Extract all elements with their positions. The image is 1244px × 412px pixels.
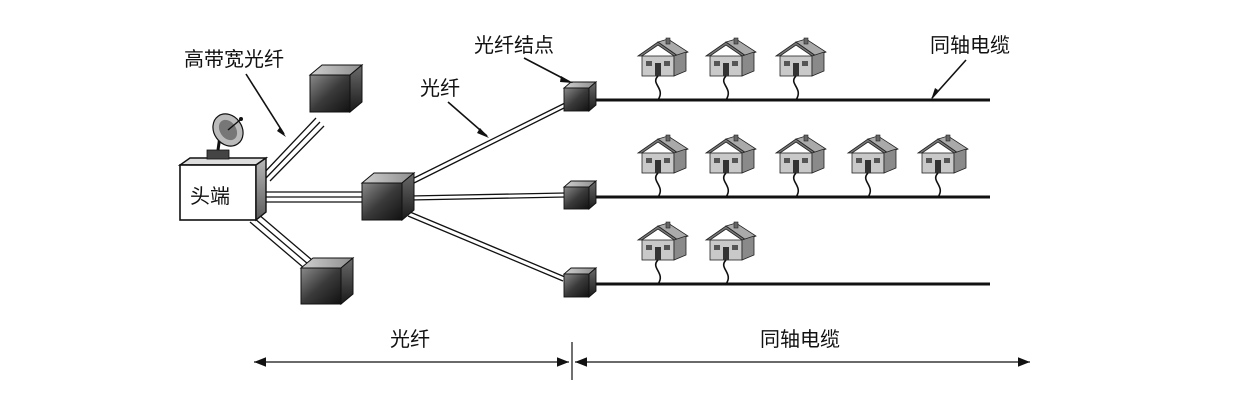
house-icon (705, 134, 757, 174)
fiber-node-top (562, 81, 598, 112)
house-icon (775, 134, 827, 174)
house-icon (637, 221, 689, 261)
label-coax: 同轴电缆 (930, 33, 1010, 100)
label-fiber-node: 光纤结点 (474, 33, 573, 83)
hub-cube-top (308, 63, 364, 114)
house-icon (775, 37, 827, 77)
house-icon (705, 221, 757, 261)
house-icon (637, 134, 689, 174)
fiber-node-label: 光纤结点 (474, 33, 554, 57)
house-icon (847, 134, 899, 174)
fiber-node-middle (562, 180, 598, 210)
houses-lower (637, 221, 757, 285)
house-icon (637, 37, 689, 77)
headend-box: 头端 (177, 156, 269, 222)
house-icon (705, 37, 757, 77)
hub-cube-middle (360, 171, 416, 222)
bottom-fiber-label: 光纤 (390, 327, 430, 351)
house-icon (917, 134, 969, 174)
coax-lines (595, 98, 990, 286)
high-bandwidth-fiber-label: 高带宽光纤 (184, 47, 284, 71)
fiber-node-bottom (562, 267, 598, 298)
headend-label: 头端 (190, 184, 230, 208)
span-arrows: 光纤 同轴电缆 (254, 327, 1030, 380)
coax-label: 同轴电缆 (930, 33, 1010, 57)
label-fiber: 光纤 (420, 76, 489, 138)
label-high-bandwidth-fiber: 高带宽光纤 (184, 47, 286, 137)
trunk-fibers (249, 117, 364, 269)
satellite-dish-icon (206, 113, 244, 160)
node-fibers (407, 102, 567, 282)
houses-middle (637, 134, 969, 198)
fiber-label: 光纤 (420, 76, 460, 100)
houses-upper (637, 37, 827, 101)
hub-cube-bottom (299, 256, 355, 306)
bottom-coax-label: 同轴电缆 (760, 327, 840, 351)
